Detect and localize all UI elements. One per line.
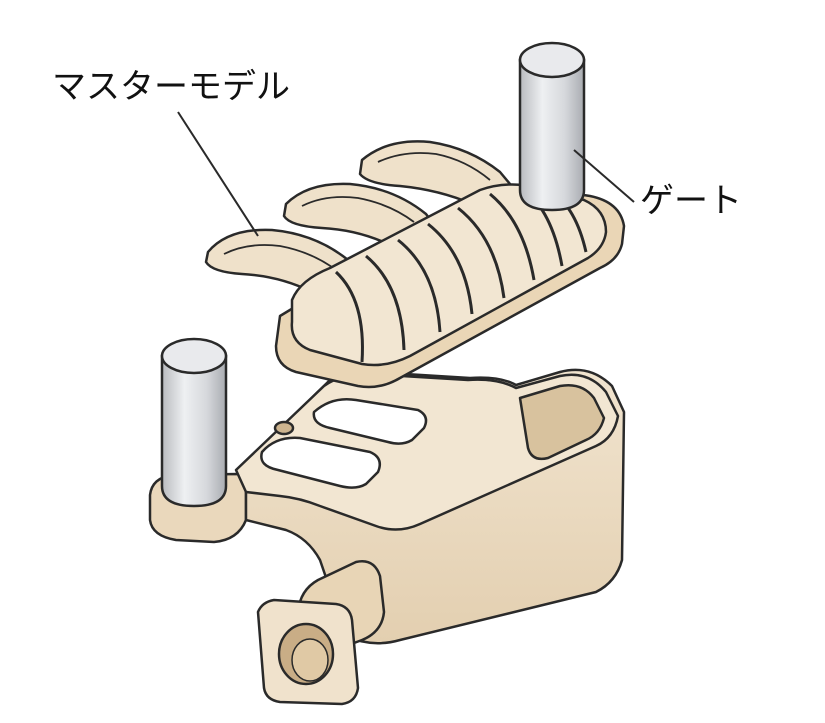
model-ribbed-dome	[290, 183, 608, 367]
lower-slot-2	[260, 436, 381, 489]
lower-slot-1	[312, 398, 428, 445]
lower-mold-body	[148, 368, 626, 706]
model-rib-2	[365, 254, 406, 351]
gate-cylinder-upper-top	[518, 41, 586, 79]
model-ribs	[334, 186, 588, 363]
gate-cylinder-upper-body	[518, 58, 586, 212]
gate-cylinder-upper	[518, 41, 586, 212]
gate-cylinder-lower	[160, 337, 228, 508]
model-finger-back-inner	[377, 152, 491, 181]
master-model	[204, 140, 626, 389]
gate-label: ゲート	[640, 181, 742, 221]
model-rib-1	[334, 270, 364, 363]
model-rib-3	[397, 238, 442, 333]
gate-cylinder-lower-top	[160, 337, 228, 375]
model-finger-front-inner	[223, 244, 337, 271]
lower-pin-hole	[273, 420, 295, 436]
lower-cavity	[518, 384, 606, 461]
master-model-label: マスターモデル	[52, 67, 290, 107]
model-finger-mid-inner	[301, 196, 415, 223]
gate-leader-line	[573, 149, 635, 203]
model-rib-4	[427, 222, 474, 315]
gate-cylinder-lower-body	[160, 354, 228, 508]
outlet-hole-inner	[291, 638, 329, 682]
model-rib-5	[457, 206, 506, 299]
model-rib-6	[489, 192, 536, 281]
master-model-leader-line	[177, 111, 259, 237]
